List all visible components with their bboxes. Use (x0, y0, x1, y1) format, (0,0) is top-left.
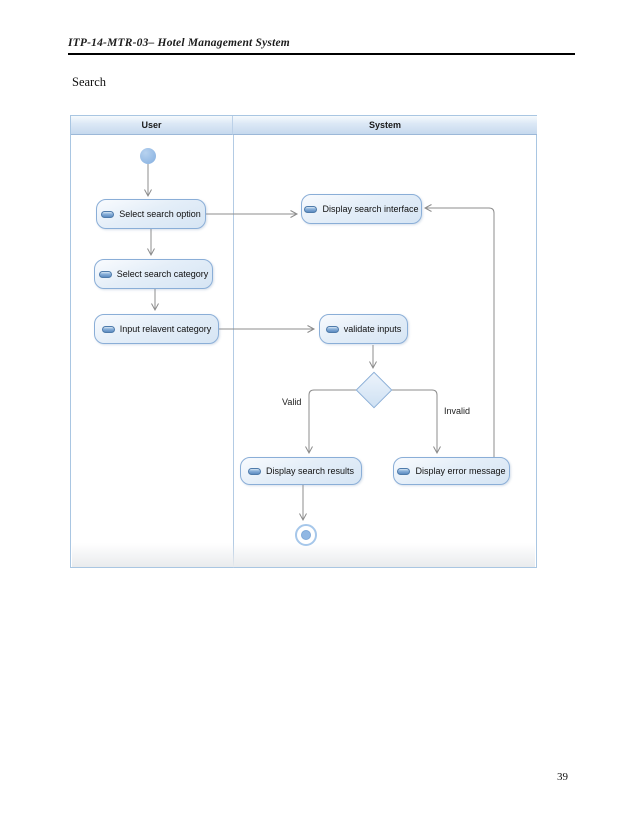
activity-node-display-search-interface: Display search interface (301, 194, 422, 224)
document-header-title: ITP-14-MTR-03– Hotel Management System (68, 37, 290, 49)
page-number: 39 (557, 771, 568, 783)
activity-icon (101, 325, 115, 333)
activity-label: Display search results (265, 466, 355, 476)
activity-label: Display search interface (322, 204, 419, 214)
edge-error-to-interface (423, 204, 495, 457)
initial-node (140, 148, 156, 164)
lane-header-row: User System (71, 116, 537, 135)
activity-label: Select search option (119, 209, 201, 219)
activity-icon (247, 467, 261, 475)
section-label: Search (72, 75, 107, 89)
activity-label: Display error message (415, 466, 506, 476)
activity-node-input-relavent-category: Input relavent category (94, 314, 219, 344)
branch-label-valid: Valid (282, 397, 302, 407)
activity-node-select-search-option: Select search option (96, 199, 206, 229)
activity-node-select-search-category: Select search category (94, 259, 213, 289)
lane-header-user: User (71, 116, 233, 135)
activity-node-display-search-results: Display search results (240, 457, 362, 485)
activity-icon (397, 467, 411, 475)
branch-label-invalid: Invalid (444, 406, 471, 416)
activity-label: Input relavent category (119, 324, 212, 334)
edge-decision-valid (305, 389, 356, 455)
connector-layer (144, 164, 495, 522)
activity-diagram: User System Select search opti (70, 115, 537, 568)
activity-icon (98, 270, 112, 278)
activity-icon (304, 205, 318, 213)
final-node (295, 524, 317, 546)
activity-label: Select search category (116, 269, 209, 279)
activity-node-validate-inputs: validate inputs (319, 314, 408, 344)
activity-label: validate inputs (343, 324, 402, 334)
activity-node-display-error-message: Display error message (393, 457, 510, 485)
edge-decision-invalid (392, 389, 441, 455)
final-node-inner (301, 530, 311, 540)
lane-bottom-fade (72, 543, 535, 567)
header-rule (68, 53, 575, 55)
lane-header-system: System (233, 116, 537, 135)
activity-icon (101, 210, 115, 218)
lane-divider (233, 135, 234, 568)
activity-icon (325, 325, 339, 333)
